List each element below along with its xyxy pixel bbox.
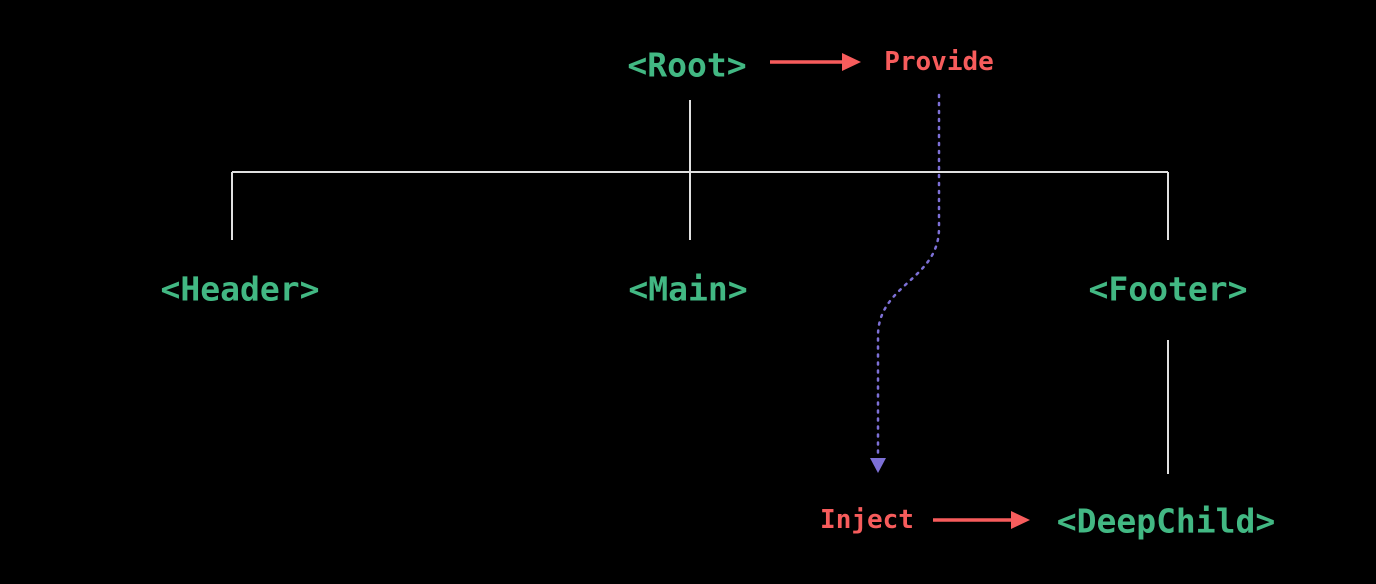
header-node-label: <Header> <box>160 269 320 309</box>
provide-label: Provide <box>884 47 994 77</box>
main-node-label: <Main> <box>628 269 748 309</box>
provide-inject-arrow-head-icon <box>870 458 886 473</box>
provide-arrow-head-icon <box>842 53 861 71</box>
inject-arrow-head-icon <box>1011 511 1030 529</box>
footer-node-label: <Footer> <box>1088 269 1248 309</box>
inject-label: Inject <box>820 505 914 535</box>
deepchild-node-label: <DeepChild> <box>1056 501 1276 541</box>
root-node-label: <Root> <box>627 45 747 85</box>
provide-inject-dotted-path <box>876 93 941 458</box>
